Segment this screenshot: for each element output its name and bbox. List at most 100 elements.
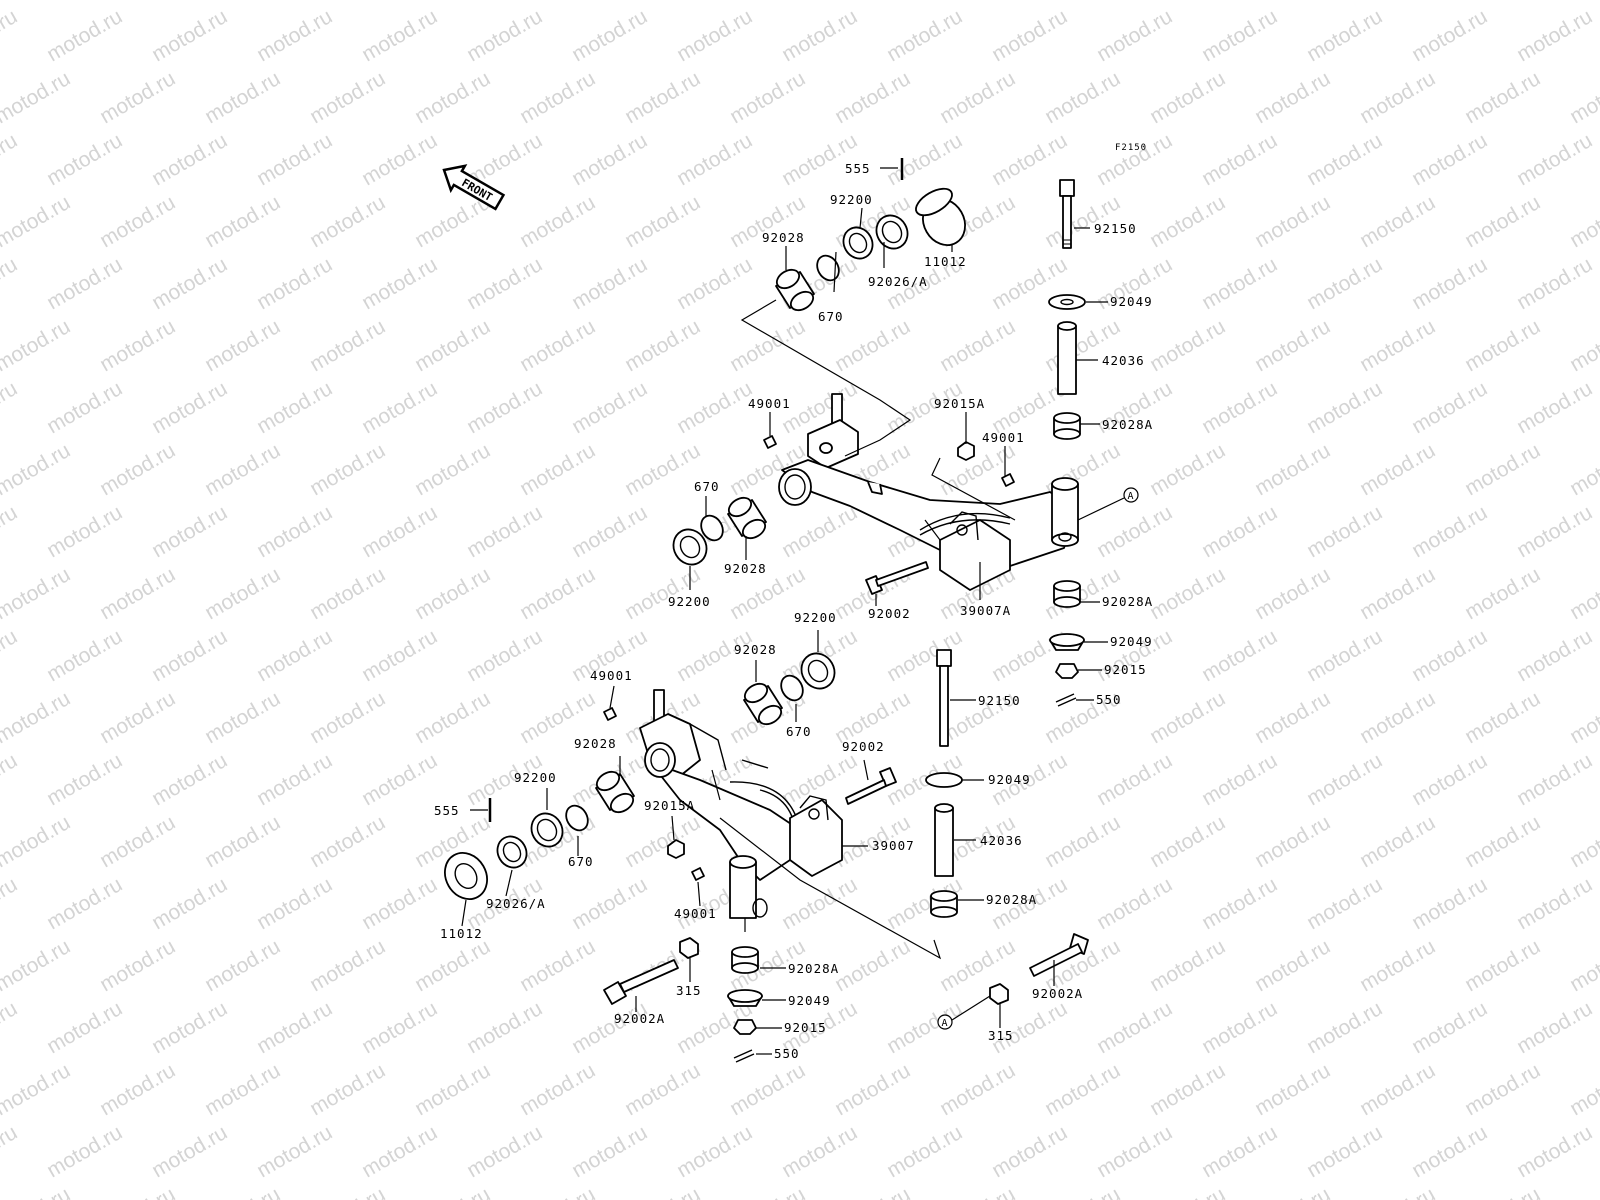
grease-nipple-49001-lower-2 <box>691 867 705 881</box>
watermark-text: motod.ru <box>1251 1059 1334 1120</box>
watermark-text: motod.ru <box>306 67 389 128</box>
watermark-text: motod.ru <box>253 873 336 934</box>
watermark-text: motod.ru <box>1251 811 1334 872</box>
watermark-text: motod.ru <box>148 749 231 810</box>
watermark-text: motod.ru <box>1513 873 1596 934</box>
watermark-text: motod.ru <box>201 67 284 128</box>
washer-92049-upper-2 <box>1049 633 1085 651</box>
label-42036-upper: 42036 <box>1102 353 1145 368</box>
label-315-right: 315 <box>988 1028 1014 1043</box>
watermark-text: motod.ru <box>1408 129 1491 190</box>
watermark-text: motod.ru <box>1461 67 1544 128</box>
watermark-text: motod.ru <box>1513 625 1596 686</box>
watermark-text: motod.ru <box>1041 1183 1124 1200</box>
watermark-text: motod.ru <box>0 191 74 252</box>
watermark-text: motod.ru <box>43 377 126 438</box>
watermark-text: motod.ru <box>43 625 126 686</box>
bolt-92150-lower <box>936 649 952 747</box>
watermark-text: motod.ru <box>1566 315 1600 376</box>
watermark-text: motod.ru <box>0 873 21 934</box>
watermark-text: motod.ru <box>936 315 1019 376</box>
label-670-lower-1: 670 <box>786 724 812 739</box>
grease-nipple-49001-lower-1 <box>603 707 617 721</box>
watermark-text: motod.ru <box>1198 997 1281 1058</box>
watermark-text: motod.ru <box>1303 377 1386 438</box>
upper-rear-eye-tube <box>1051 483 1079 541</box>
upper-arm-beam <box>781 459 1071 567</box>
label-92028A-upper-2: 92028A <box>1102 594 1153 609</box>
label-42036-lower: 42036 <box>980 833 1023 848</box>
bushing-92028-lower-1 <box>743 682 783 726</box>
watermark-text: motod.ru <box>1041 811 1124 872</box>
label-92049-lower-1: 92049 <box>988 772 1031 787</box>
bushing-92028-upper-2 <box>727 496 767 540</box>
label-92028-upper: 92028 <box>762 230 805 245</box>
watermark-text: motod.ru <box>0 997 21 1058</box>
watermark-text: motod.ru <box>1356 0 1439 4</box>
watermark-text: motod.ru <box>463 253 546 314</box>
watermark-text: motod.ru <box>621 191 704 252</box>
label-92049-upper: 92049 <box>1110 294 1153 309</box>
lower-rear-eye-tube <box>729 861 757 919</box>
watermark-text: motod.ru <box>1408 253 1491 314</box>
watermark-text: motod.ru <box>1198 129 1281 190</box>
watermark-text: motod.ru <box>411 1183 494 1200</box>
watermark-text: motod.ru <box>726 315 809 376</box>
watermark-text: motod.ru <box>778 501 861 562</box>
watermark-text: motod.ru <box>201 687 284 748</box>
label-670-upper: 670 <box>818 309 844 324</box>
watermark-text: motod.ru <box>253 253 336 314</box>
watermark-text: motod.ru <box>1303 1121 1386 1182</box>
label-92028-lower-1: 92028 <box>734 642 777 657</box>
label-11012-upper: 11012 <box>924 254 967 269</box>
watermark-text: motod.ru <box>1251 935 1334 996</box>
watermark-text: motod.ru <box>621 1059 704 1120</box>
watermark-text: motod.ru <box>1303 625 1386 686</box>
label-92049-upper-2: 92049 <box>1110 634 1153 649</box>
watermark-text: motod.ru <box>1146 935 1229 996</box>
bolt-92002-lower <box>845 767 897 805</box>
watermark-text: motod.ru <box>0 1183 74 1200</box>
watermark-text: motod.ru <box>1198 5 1281 66</box>
watermark-text: motod.ru <box>568 873 651 934</box>
watermark-text: motod.ru <box>0 67 74 128</box>
watermark-text: motod.ru <box>1303 501 1386 562</box>
watermark-text: motod.ru <box>516 935 599 996</box>
watermark-text: motod.ru <box>516 67 599 128</box>
label-92150-lower: 92150 <box>978 693 1021 708</box>
label-92200-upper-2: 92200 <box>668 594 711 609</box>
watermark-text: motod.ru <box>201 315 284 376</box>
watermark-text: motod.ru <box>201 1059 284 1120</box>
watermark-text: motod.ru <box>201 439 284 500</box>
watermark-text: motod.ru <box>96 67 179 128</box>
watermark-text: motod.ru <box>463 501 546 562</box>
watermark-text: motod.ru <box>1251 439 1334 500</box>
watermark-text: motod.ru <box>0 501 21 562</box>
bushing-92028A-lower-2 <box>731 946 759 974</box>
upper-arm-assembly <box>778 393 1079 591</box>
watermark-text: motod.ru <box>1408 749 1491 810</box>
watermark-text: motod.ru <box>358 5 441 66</box>
watermark-text: motod.ru <box>43 997 126 1058</box>
watermark-text: motod.ru <box>411 67 494 128</box>
watermark-text: motod.ru <box>1408 625 1491 686</box>
shock-mount-39007 <box>789 799 843 877</box>
watermark-text: motod.ru <box>1146 439 1229 500</box>
oring-670-upper-2 <box>700 514 724 542</box>
shock-mount-39007A <box>939 519 1011 591</box>
watermark-text: motod.ru <box>306 1183 389 1200</box>
label-49001-lower-1: 49001 <box>590 668 633 683</box>
watermark-text: motod.ru <box>148 625 231 686</box>
watermark-text: motod.ru <box>43 501 126 562</box>
watermark-text: motod.ru <box>148 501 231 562</box>
watermark-text: motod.ru <box>568 377 651 438</box>
watermark-text: motod.ru <box>831 0 914 4</box>
watermark-text: motod.ru <box>988 1121 1071 1182</box>
watermark-text: motod.ru <box>0 563 74 624</box>
watermark-text: motod.ru <box>0 439 74 500</box>
watermark-text: motod.ru <box>1356 935 1439 996</box>
label-92049-lower-2: 92049 <box>788 993 831 1008</box>
watermark-text: motod.ru <box>1146 67 1229 128</box>
watermark-text: motod.ru <box>1566 1059 1600 1120</box>
label-92002A-lower-right: 92002A <box>1032 986 1083 1001</box>
